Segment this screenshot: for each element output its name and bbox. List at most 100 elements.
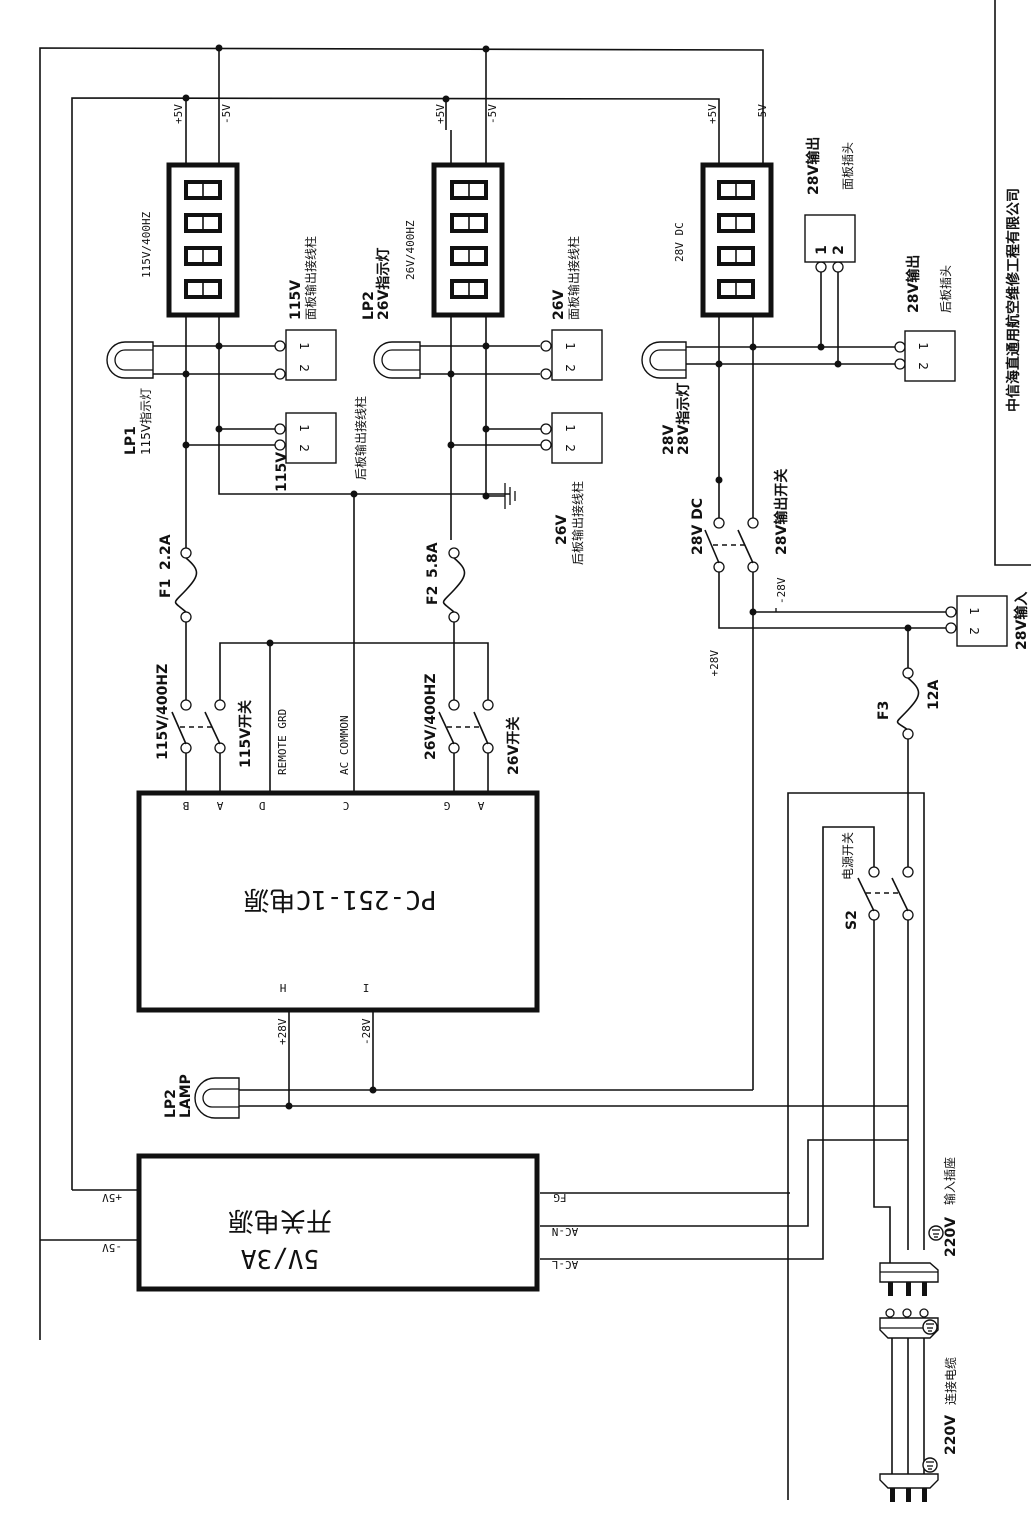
connector-front-115v[interactable]: 1 2: [274, 329, 337, 381]
branch-26v: LP2 26V指示灯 1 2 26V 面板输出接线柱: [361, 236, 603, 700]
switch-26v-name: 26V/400HZ: [423, 673, 439, 760]
meter-26v-minus-label: -5V: [486, 104, 499, 124]
switch-28v-desc: 28V输出开关: [773, 469, 790, 555]
fuse-f2-ref: F2: [425, 586, 441, 605]
inlet-220v[interactable]: [879, 1225, 944, 1296]
pin-1: 1: [916, 342, 930, 350]
psu5v-title-line2: 5V/3A: [241, 1243, 320, 1273]
pin-2: 2: [563, 444, 577, 452]
psu5v-ac-l: AC-L: [551, 1258, 578, 1271]
connector-front-28v-desc: 面板插头: [841, 142, 855, 190]
pin-g: G: [444, 799, 451, 812]
connector-front-28v[interactable]: 1 2: [804, 214, 856, 273]
switch-115v-name: 115V/400HZ: [155, 664, 171, 760]
cable-220v[interactable]: [879, 1308, 939, 1502]
lamp-lp2-ref: LP2: [361, 291, 377, 320]
pin-2: 2: [297, 444, 311, 452]
connector-front-26v-desc: 面板输出接线柱: [566, 236, 581, 320]
connector-front-115v-title: 115V: [288, 280, 304, 320]
switch-26v[interactable]: [438, 699, 494, 754]
meter-28v-plus-label: +5V: [706, 104, 719, 124]
lamp-lp2-main-desc: LAMP: [178, 1074, 194, 1118]
pc251-title: PC-251-1C电源: [244, 884, 437, 914]
pin-1: 1: [563, 424, 577, 432]
branch-115v: LP1 115V指示灯 1 2 115V 面板输出接线柱 1 2 115V: [106, 236, 510, 793]
pin-1: 1: [297, 342, 311, 350]
fuse-f2: [442, 547, 466, 623]
remote-grd-label: REMOTE GRD: [276, 709, 289, 775]
meter-28v-label: 28V DC: [673, 222, 686, 262]
connector-rear-28v-desc: 后板插头: [939, 265, 953, 313]
connector-rear-26v[interactable]: 1 2: [540, 412, 603, 464]
lamp-lp1: [106, 341, 154, 379]
pc251-power-supply: B A D C G A PC-251-1C电源 H I +28V -28V: [136, 790, 540, 1106]
title-block: 中信海直通用航空维修工程有限公司: [994, 0, 1031, 566]
pin-2: 2: [916, 362, 930, 370]
pin-h: H: [280, 981, 287, 994]
meter-115v: +5V -5V 115V/400HZ: [140, 104, 240, 318]
psu5v-plus5v: +5V: [102, 1191, 122, 1204]
lamp-28v: [641, 341, 687, 379]
connector-input-28v[interactable]: 1 2: [945, 595, 1008, 647]
switch-115v-desc: 115V开关: [237, 700, 254, 768]
branch-28v: 28V 28V指示灯 1 2 28V输出 面板插头 1 2 28V: [641, 137, 1030, 1090]
psu5v-minus5v: -5V: [102, 1241, 122, 1254]
seven-seg-display: [184, 180, 222, 299]
connector-rear-115v[interactable]: 1 2: [274, 412, 337, 464]
switch-s2-desc: 电源开关: [841, 832, 855, 880]
connector-front-26v[interactable]: 1 2: [540, 329, 603, 381]
ac-common-label: AC COMMON: [338, 715, 351, 775]
lamp-lp1-desc: 115V指示灯: [138, 388, 153, 455]
pc251-out-minus: -28V: [360, 1018, 373, 1045]
switch-115v[interactable]: [171, 699, 226, 754]
connector-front-26v-title: 26V: [551, 290, 567, 320]
pc251-out-plus: +28V: [276, 1018, 289, 1045]
earth-icon: [922, 1319, 938, 1335]
switch-28v-name: 28V DC: [690, 498, 706, 555]
bus-minus5v: [39, 44, 764, 1340]
inlet-voltage: 220V: [943, 1217, 959, 1257]
fuse-f3-rating: 12A: [926, 680, 942, 710]
net-label-plus28: +28V: [708, 650, 721, 677]
connector-front-115v-desc: 面板输出接线柱: [303, 236, 318, 320]
fuse-f1: [174, 547, 198, 623]
lamp-lp2-main-ref: LP2: [163, 1089, 179, 1118]
pin-c: C: [343, 799, 350, 812]
meter-26v-label: 26V/400HZ: [404, 220, 417, 280]
lamp-28v-ref: 28V: [661, 425, 677, 455]
meter-115v-label: 115V/400HZ: [140, 211, 153, 278]
ground-icon: [486, 483, 516, 509]
meter-115v-plus-label: +5V: [172, 104, 185, 124]
pin-2: 2: [831, 245, 847, 255]
connector-rear-28v-title: 28V输出: [905, 255, 922, 313]
switch-s2[interactable]: [857, 866, 914, 921]
lamp-28v-desc: 28V指示灯: [675, 383, 692, 455]
inlet-desc: 输入插座: [942, 1157, 957, 1205]
lamp-lp2-main: LP2 LAMP: [163, 1074, 908, 1119]
lamp-lp1-ref: LP1: [123, 426, 139, 455]
pin-b: B: [182, 799, 189, 812]
company-name: 中信海直通用航空维修工程有限公司: [1005, 188, 1022, 412]
earth-icon: [928, 1225, 944, 1241]
pin-1: 1: [297, 424, 311, 432]
pin-d: D: [259, 799, 266, 812]
connector-rear-115v-desc: 后板输出接线柱: [353, 396, 368, 480]
meter-28v-minus-label: -5V: [756, 104, 769, 124]
pin-a: A: [216, 799, 223, 812]
meter-28v: +5V -5V 28V DC: [673, 104, 774, 318]
bus-plus5v: [71, 94, 720, 1190]
earth-icon: [922, 1457, 938, 1473]
pin-1: 1: [967, 607, 981, 615]
meter-115v-minus-label: -5V: [220, 104, 233, 124]
lamp-lp2-desc: 26V指示灯: [375, 248, 392, 320]
seven-seg-display: [450, 180, 488, 299]
connector-rear-26v-title: 26V: [554, 515, 570, 545]
switch-28v[interactable]: [704, 517, 759, 573]
connector-rear-28v[interactable]: 1 2: [894, 330, 956, 382]
fuse-f2-rating: 5.8A: [425, 542, 441, 578]
psu5v-ac-n: AC-N: [552, 1225, 579, 1238]
switch-area: 115V/400HZ 115V开关 26V/400HZ 26V开关 REMOTE…: [155, 639, 522, 793]
pin-1: 1: [814, 245, 830, 255]
meter-26v-plus-label: +5V: [434, 104, 447, 124]
